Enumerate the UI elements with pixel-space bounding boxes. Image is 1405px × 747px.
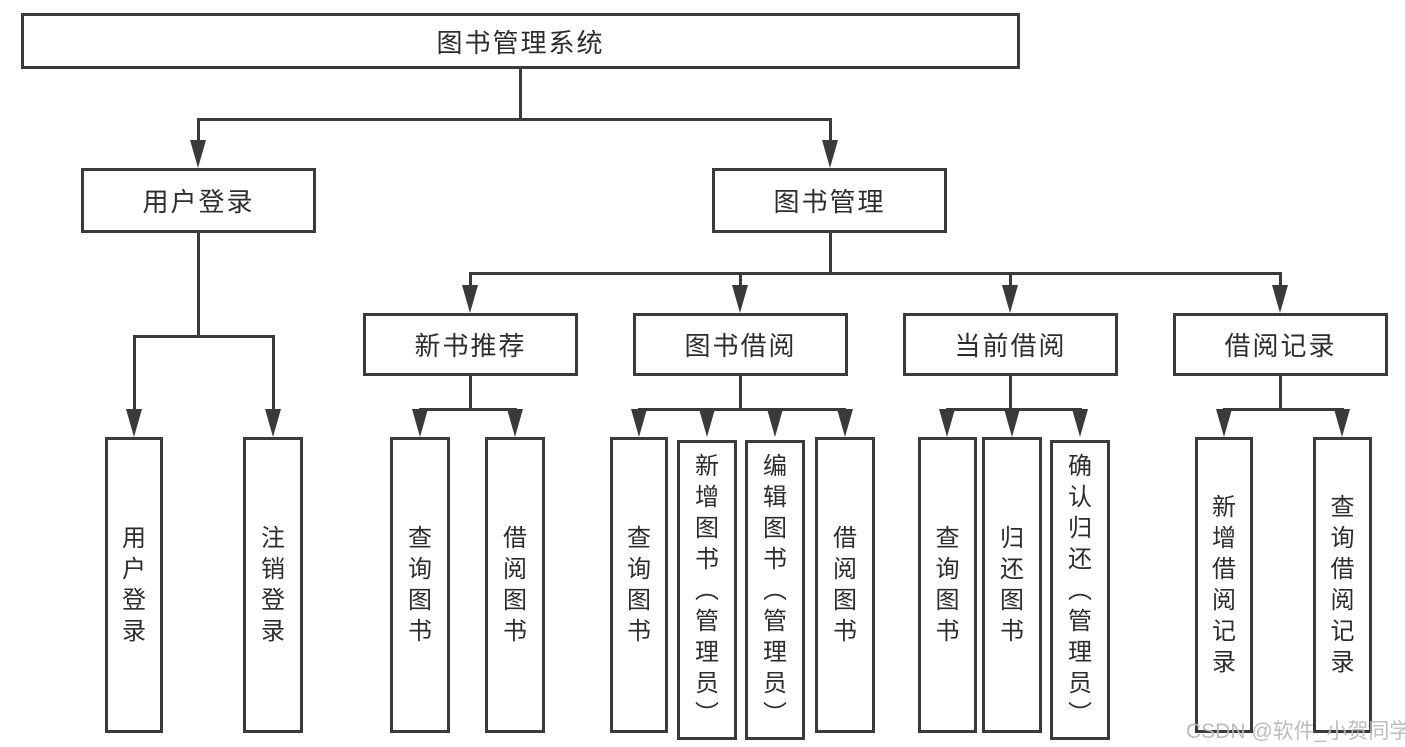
leaf-query-books-recommend: 查询图书 [390,437,450,733]
leaf-label: 用户登录 [122,525,146,645]
node-label: 当前借阅 [954,331,1067,361]
connector-arrow [837,409,853,437]
connector-line [519,69,522,121]
connector-line [739,376,742,411]
connector-arrow [507,409,523,437]
connector-line [1009,376,1012,411]
leaf-label: 借阅图书 [833,525,857,645]
connector-arrow [1216,409,1232,437]
leaf-borrow-books-recommend: 借阅图书 [485,437,545,733]
node-library-system: 图书管理系统 [21,13,1020,69]
leaf-query-books-current: 查询图书 [918,437,977,733]
node-label: 新书推荐 [414,331,527,361]
connector-line [133,335,274,338]
connector-line [829,233,832,275]
connector-line [272,335,275,411]
connector-line [1279,272,1282,288]
node-book-management: 图书管理 [712,168,947,233]
node-label: 图书管理 [773,187,886,217]
leaf-return-books: 归还图书 [982,437,1042,733]
node-borrow-records: 借阅记录 [1173,313,1388,376]
leaf-add-borrow-record: 新增借阅记录 [1195,437,1253,733]
leaf-edit-book-admin: 编辑图书︵管理员︶ [745,440,805,740]
leaf-label: 查询借阅记录 [1330,494,1355,676]
connector-arrow [1002,285,1018,313]
leaf-label: 新增图书︵管理员︶ [695,452,719,728]
connector-arrow [1072,409,1088,437]
connector-line [638,408,846,411]
leaf-confirm-return-admin: 确认归还︵管理员︶ [1050,440,1110,740]
leaf-label: 确认归还︵管理员︶ [1068,452,1092,728]
connector-arrow [767,409,783,437]
leaf-query-borrow-record: 查询借阅记录 [1313,437,1372,733]
connector-line [1223,408,1344,411]
connector-line [1279,376,1282,411]
connector-line [469,272,1282,275]
connector-line [419,408,517,411]
connector-arrow [1334,409,1350,437]
node-new-book-recommend: 新书推荐 [363,313,578,376]
leaf-borrow-books: 借阅图书 [815,437,875,733]
node-current-borrow: 当前借阅 [903,313,1118,376]
connector-line [1009,272,1012,288]
leaf-user-login: 用户登录 [105,437,163,733]
node-label: 借阅记录 [1224,331,1337,361]
connector-line [197,118,200,144]
connector-line [739,272,742,288]
leaf-add-book-admin: 新增图书︵管理员︶ [677,440,737,740]
leaf-label: 归还图书 [1000,525,1024,645]
leaf-label: 编辑图书︵管理员︶ [763,452,787,728]
leaf-label: 查询图书 [627,525,651,645]
leaf-query-books-borrow: 查询图书 [610,437,668,733]
leaf-label: 新增借阅记录 [1212,494,1236,676]
connector-arrow [631,409,647,437]
connector-arrow [732,285,748,313]
connector-line [829,118,832,144]
node-label: 图书管理系统 [436,27,605,58]
connector-line [133,335,136,411]
leaf-label: 查询图书 [935,525,960,645]
connector-arrow [265,409,281,437]
connector-arrow [1272,285,1288,313]
connector-line [197,118,832,121]
node-book-borrow: 图书借阅 [633,313,848,376]
csdn-watermark: CSDN @软件_小贺同学 [1186,720,1405,743]
leaf-label: 借阅图书 [503,525,527,645]
connector-arrow [699,409,715,437]
node-label: 图书借阅 [684,331,797,361]
leaf-logout: 注销登录 [243,437,303,733]
node-user-login: 用户登录 [81,168,316,233]
connector-line [197,233,200,338]
connector-arrow [462,285,478,313]
connector-arrow [190,140,206,168]
connector-arrow [412,409,428,437]
connector-arrow [939,409,955,437]
connector-line [469,272,472,288]
node-label: 用户登录 [142,187,255,217]
connector-line [469,376,472,411]
connector-arrow [822,140,838,168]
connector-arrow [126,409,142,437]
leaf-label: 查询图书 [408,525,432,645]
connector-arrow [1004,409,1020,437]
leaf-label: 注销登录 [261,525,285,645]
